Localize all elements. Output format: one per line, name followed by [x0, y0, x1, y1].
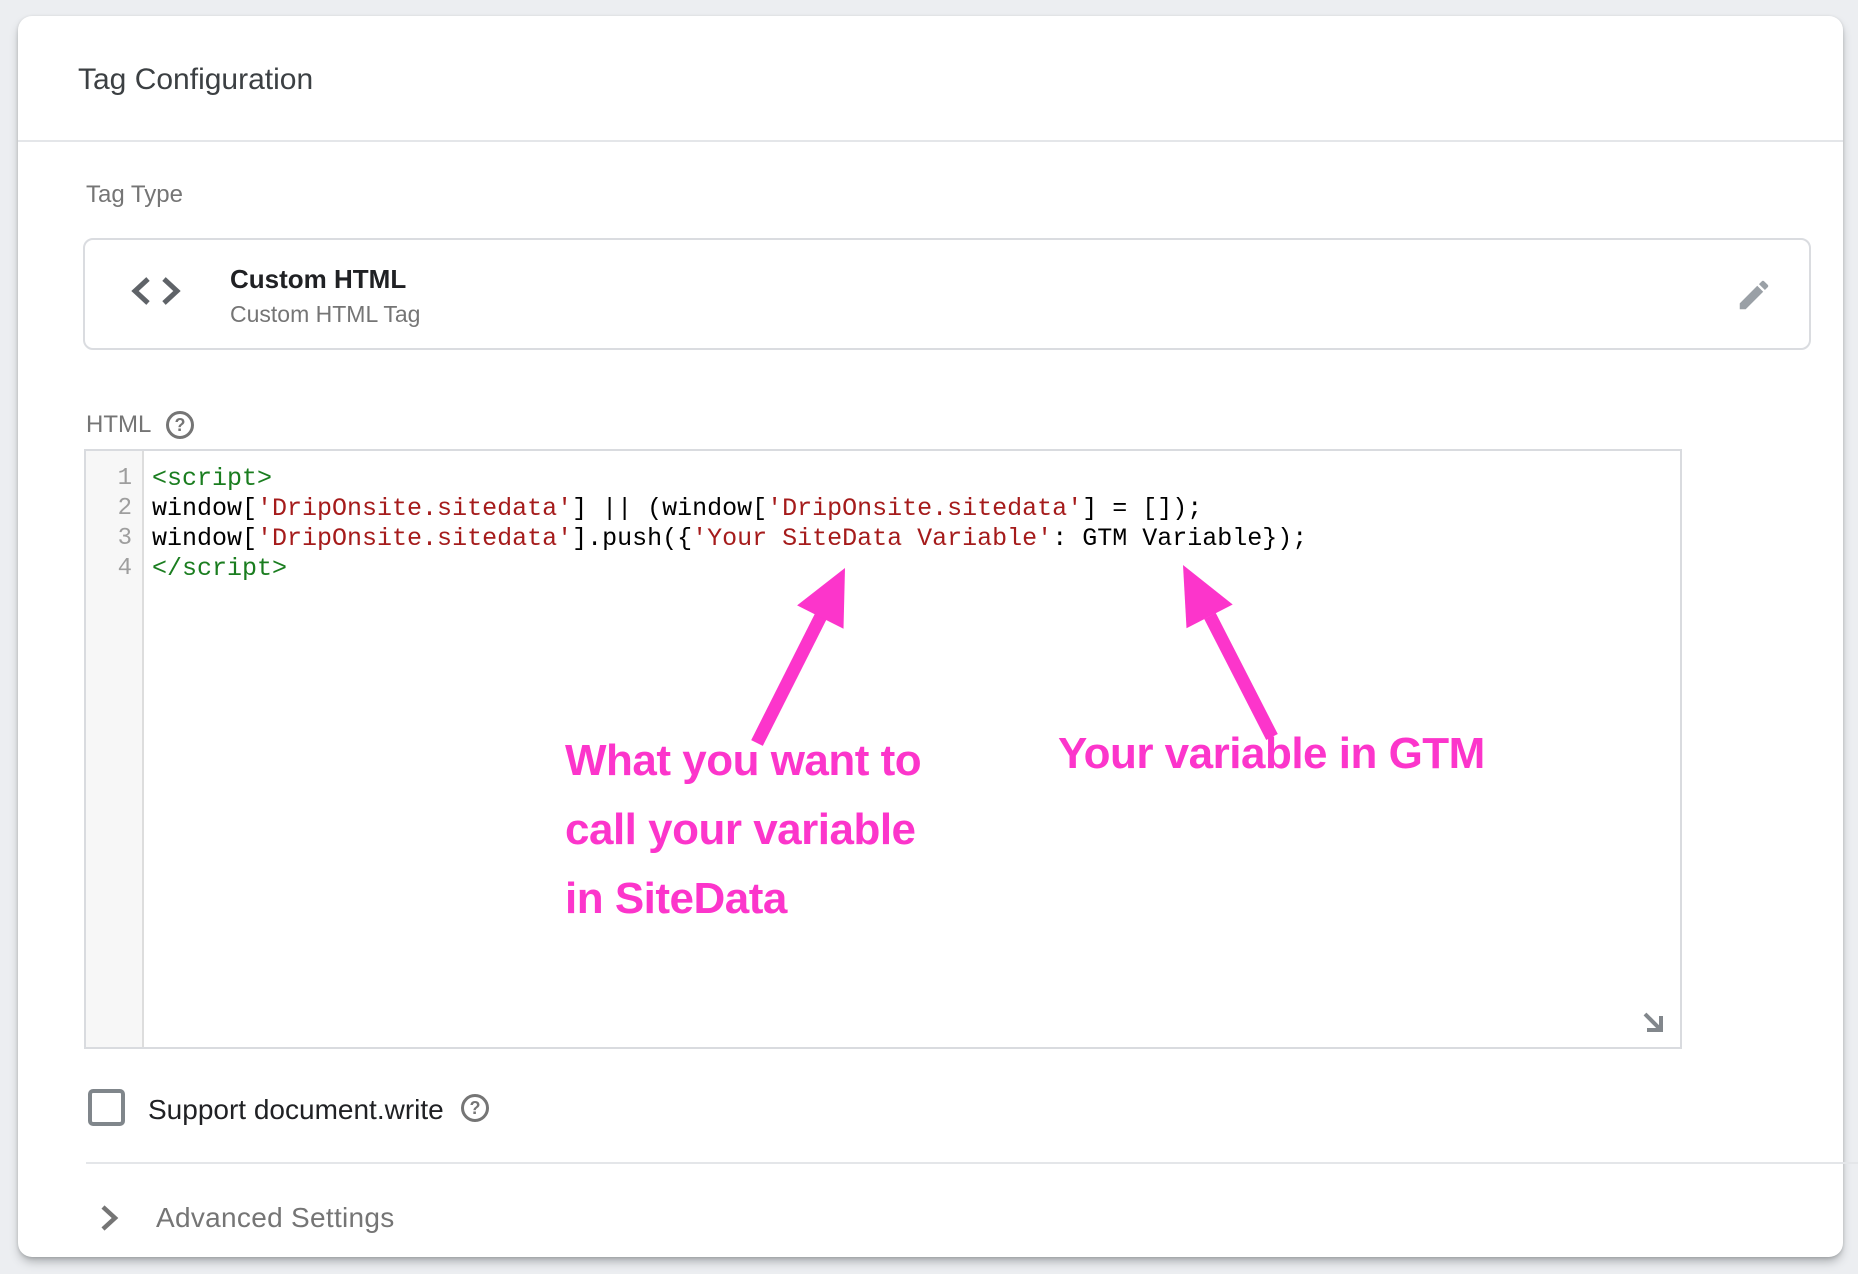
line-number: 1 [117, 465, 132, 492]
line-number: 3 [117, 525, 132, 552]
code-brackets-icon [131, 277, 181, 305]
resize-handle-icon[interactable] [1638, 1007, 1668, 1037]
code-line[interactable]: </script> [152, 554, 288, 583]
annotation-line: What you want to [565, 736, 922, 785]
advanced-settings-toggle[interactable]: Advanced Settings [98, 1198, 395, 1238]
help-icon[interactable]: ? [166, 411, 194, 439]
edit-pencil-icon[interactable] [1735, 276, 1773, 314]
tag-configuration-panel: Tag Configuration Tag Type Custom HTML C… [18, 16, 1858, 1257]
tag-type-description: Custom HTML Tag [230, 301, 421, 327]
tag-type-card[interactable]: Custom HTML Custom HTML Tag [83, 238, 1811, 350]
annotation-right-text: Your variable in GTM [1058, 729, 1485, 778]
code-line[interactable]: window['DripOnsite.sitedata'] || (window… [152, 494, 1203, 523]
annotation-left-text: What you want to call your variable in Sit… [565, 726, 922, 933]
code-line[interactable]: window['DripOnsite.sitedata'].push({'You… [152, 524, 1308, 553]
code-gutter: 1 2 3 4 [86, 451, 144, 1047]
support-document-write-label: Support document.write [148, 1094, 444, 1125]
code-lines[interactable]: <script>window['DripOnsite.sitedata'] ||… [144, 451, 1680, 1047]
advanced-settings-label: Advanced Settings [156, 1202, 395, 1233]
chevron-right-icon [101, 1205, 119, 1231]
annotation-line: call your variable [565, 805, 916, 854]
tag-type-label: Tag Type [86, 181, 183, 208]
section-divider [86, 1162, 1858, 1164]
header-divider [18, 140, 1843, 142]
help-icon[interactable]: ? [461, 1094, 489, 1122]
line-number: 4 [117, 555, 132, 582]
annotation-line: in SiteData [565, 874, 787, 923]
support-document-write-checkbox[interactable] [88, 1089, 125, 1126]
html-field-label: HTML [86, 411, 152, 438]
code-line[interactable]: <script> [152, 464, 273, 493]
tag-type-name: Custom HTML [230, 264, 407, 294]
panel-title: Tag Configuration [78, 63, 314, 96]
line-number: 2 [117, 495, 132, 522]
